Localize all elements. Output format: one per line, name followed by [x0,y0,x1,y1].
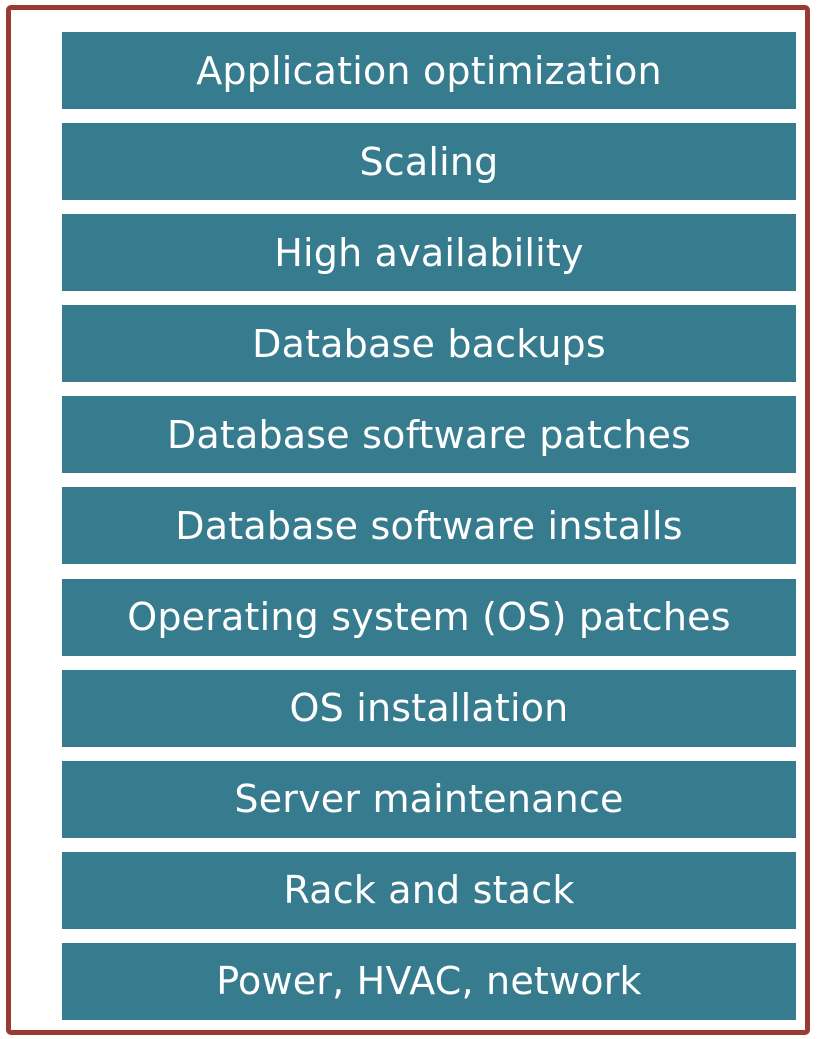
layer-os-installation: OS installation [62,669,796,747]
layer-os-patches: Operating system (OS) patches [62,578,796,656]
layer-database-backups: Database backups [62,305,796,383]
responsibility-stack: Application optimization Scaling High av… [62,32,796,1020]
layer-power-hvac-network: Power, HVAC, network [62,942,796,1020]
layer-application-optimization: Application optimization [62,32,796,109]
layer-database-software-installs: Database software installs [62,487,796,565]
layer-high-availability: High availability [62,214,796,292]
layer-scaling: Scaling [62,123,796,201]
diagram-frame: Application optimization Scaling High av… [6,5,810,1035]
layer-server-maintenance: Server maintenance [62,760,796,838]
layer-rack-and-stack: Rack and stack [62,851,796,929]
layer-database-software-patches: Database software patches [62,396,796,474]
